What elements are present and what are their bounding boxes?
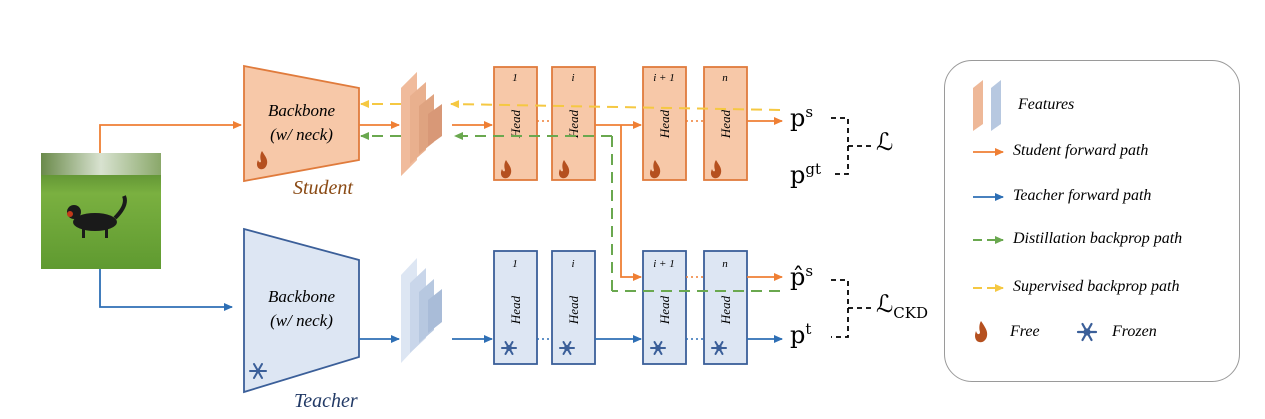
student-head-n <box>703 66 748 181</box>
legend-supervised-label: Supervised backprop path <box>1013 278 1180 295</box>
student-head-i-plus-1 <box>642 66 687 181</box>
teacher-head-1-snowflake-icon <box>501 341 517 355</box>
student-head-1 <box>493 66 538 181</box>
student-head-i-flame-icon <box>558 160 570 179</box>
student-backbone <box>243 64 360 183</box>
teacher-head-i-label: Head <box>566 295 581 325</box>
teacher-backbone-line1: Backbone <box>267 287 336 306</box>
student-head-1-index: 1 <box>512 72 518 84</box>
teacher-backbone <box>243 227 360 394</box>
teacher-head-n-label: Head <box>718 295 733 325</box>
loss-ckd: ℒCKD <box>876 290 929 322</box>
input-image <box>41 153 161 269</box>
student-label: Student <box>293 177 353 199</box>
student-head-1-flame-icon <box>500 160 512 179</box>
output-phat-s: p̂s <box>790 262 814 291</box>
legend <box>944 60 1240 382</box>
student-head-n-flame-icon <box>710 160 722 179</box>
legend-flame-icon <box>975 321 988 343</box>
teacher-backbone-line2: (w/ neck) <box>270 311 333 330</box>
student-head-i <box>551 66 596 181</box>
teacher-backbone-snowflake-icon <box>249 363 267 379</box>
student-head-i-label: Head <box>566 109 581 139</box>
student-backbone-line2: (w/ neck) <box>270 125 333 144</box>
legend-free-label: Free <box>1010 323 1040 340</box>
teacher-head-n <box>703 250 748 365</box>
teacher-head-i-plus-1 <box>642 250 687 365</box>
legend-snowflake-icon <box>1076 322 1098 342</box>
student-backbone-label: Backbone (w/ neck) <box>244 99 359 147</box>
teacher-head-i <box>551 250 596 365</box>
teacher-features <box>401 258 442 363</box>
student-head-n-index: n <box>722 72 728 84</box>
loss-bracket-ckd <box>831 279 872 338</box>
teacher-head-i-snowflake-icon <box>559 341 575 355</box>
student-head-i-index: i <box>571 72 574 84</box>
legend-frozen-label: Frozen <box>1112 323 1157 340</box>
teacher-label: Teacher <box>294 390 358 412</box>
teacher-head-n-index: n <box>722 258 728 270</box>
loss-l: ℒ <box>876 128 894 156</box>
student-heads: 1 i i + 1 n Head Head Head Head <box>493 66 748 181</box>
teacher-head-i1-snowflake-icon <box>650 341 666 355</box>
student-head-i1-flame-icon <box>649 160 661 179</box>
legend-student-forward-label: Student forward path <box>1013 142 1149 159</box>
legend-distill-label: Distillation backprop path <box>1013 230 1183 247</box>
teacher-head-i1-label: Head <box>657 295 672 325</box>
output-pt: pt <box>790 320 812 349</box>
student-head-1-label: Head <box>508 109 523 139</box>
output-ps: ps <box>790 103 814 132</box>
teacher-head-1-label: Head <box>508 295 523 325</box>
teacher-head-n-snowflake-icon <box>711 341 727 355</box>
student-head-n-label: Head <box>718 109 733 139</box>
output-pgt: pgt <box>790 160 822 189</box>
legend-teacher-forward-label: Teacher forward path <box>1013 187 1152 204</box>
teacher-heads: 1 i i + 1 n Head Head Head Head <box>493 250 748 365</box>
teacher-head-i1-index: i + 1 <box>653 258 674 270</box>
teacher-head-1 <box>493 250 538 365</box>
loss-bracket-student <box>831 117 872 175</box>
legend-features-label: Features <box>1018 96 1075 113</box>
student-head-i1-index: i + 1 <box>653 72 674 84</box>
legend-features-icon <box>973 80 1001 131</box>
student-features <box>401 72 442 176</box>
teacher-head-1-index: 1 <box>512 258 518 270</box>
teacher-backbone-label: Backbone (w/ neck) <box>244 285 359 333</box>
student-head-i1-label: Head <box>657 109 672 139</box>
student-backbone-flame-icon <box>256 151 268 170</box>
student-backbone-line1: Backbone <box>267 101 336 120</box>
teacher-head-i-index: i <box>571 258 574 270</box>
